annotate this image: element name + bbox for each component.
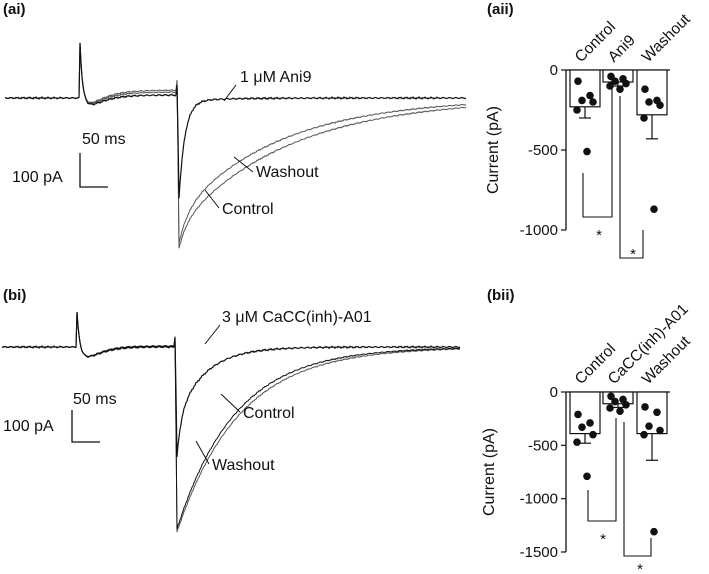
data-point <box>607 392 615 401</box>
trace-label-cacc: 3 μM CaCC(inh)-A01 <box>222 309 372 326</box>
data-point <box>622 79 630 88</box>
significance-star: * <box>637 561 643 574</box>
panel-label-bi: (bi) <box>3 287 26 304</box>
data-point <box>578 423 586 432</box>
category-label: Washout <box>639 10 694 65</box>
y-tick-label: 0 <box>550 384 558 401</box>
data-point <box>622 401 630 409</box>
trace-label-cacc-leader <box>204 324 221 345</box>
scale-current-b: 100 pA <box>3 418 54 435</box>
scale-time-b: 50 ms <box>73 391 117 408</box>
data-point <box>578 96 586 105</box>
y-axis-label: Current (pA) <box>485 106 502 194</box>
y-tick-label: -1000 <box>520 222 558 239</box>
data-point <box>574 77 582 85</box>
y-axis-label: Current (pA) <box>481 428 498 516</box>
bar <box>636 69 668 116</box>
data-point <box>656 101 664 109</box>
trace-label-washout-a: Washout <box>256 164 319 181</box>
data-point <box>645 422 653 430</box>
data-point <box>583 472 591 481</box>
data-point <box>653 408 661 417</box>
data-point <box>573 106 581 114</box>
data-point <box>586 91 594 100</box>
data-point <box>611 77 619 85</box>
traces-a <box>4 42 467 249</box>
trace-label-control-b-leader <box>220 393 241 413</box>
data-point <box>589 430 597 439</box>
data-point <box>611 397 619 406</box>
panel-label-ai: (ai) <box>3 1 26 18</box>
data-point <box>606 404 614 412</box>
panel-label-bii: (bii) <box>487 287 515 304</box>
y-tick-label: -500 <box>528 437 558 454</box>
trace-label-control-a: Control <box>222 201 274 218</box>
current-trace <box>4 42 467 199</box>
scale-current-a: 100 pA <box>12 169 63 186</box>
y-tick-label: 0 <box>550 62 558 79</box>
data-point <box>606 82 614 90</box>
data-point <box>645 98 653 106</box>
trace-label-washout-b-leader <box>195 440 210 465</box>
trace-label-washout-b: Washout <box>212 457 275 474</box>
data-point <box>656 426 664 435</box>
scale-bar-b <box>71 410 100 443</box>
trace-label-ani9: 1 μM Ani9 <box>240 69 312 86</box>
significance-star: * <box>630 246 636 263</box>
data-point <box>589 98 597 106</box>
data-point <box>650 527 658 536</box>
data-point <box>650 205 658 213</box>
y-tick-label: -1500 <box>520 544 558 561</box>
significance-star: * <box>600 531 606 548</box>
significance-bracket <box>582 88 613 218</box>
significance-bracket <box>587 418 617 522</box>
data-point <box>583 147 591 156</box>
traces-b <box>1 312 461 533</box>
data-point <box>641 403 649 411</box>
data-point <box>616 407 624 416</box>
scale-bar-a <box>79 153 108 188</box>
panel-label-aii: (aii) <box>487 1 514 18</box>
data-point <box>573 438 581 446</box>
data-point <box>586 419 594 427</box>
data-point <box>616 85 624 93</box>
trace-label-control-a-leader <box>204 189 220 209</box>
significance-bracket <box>623 422 652 557</box>
data-point <box>574 410 582 419</box>
trace-label-control-b: Control <box>243 405 295 422</box>
significance-bracket <box>619 96 644 259</box>
current-trace <box>1 312 461 530</box>
data-point <box>641 85 649 93</box>
current-trace <box>1 312 461 533</box>
trace-label-ani9-leader <box>223 84 237 102</box>
scale-time-a: 50 ms <box>82 131 126 148</box>
current-trace <box>1 312 461 458</box>
y-tick-label: -500 <box>528 142 558 159</box>
significance-star: * <box>596 227 602 244</box>
data-point <box>640 430 648 439</box>
trace-label-washout-a-leader <box>233 156 254 173</box>
data-point <box>640 114 648 122</box>
y-tick-label: -1000 <box>520 491 558 508</box>
